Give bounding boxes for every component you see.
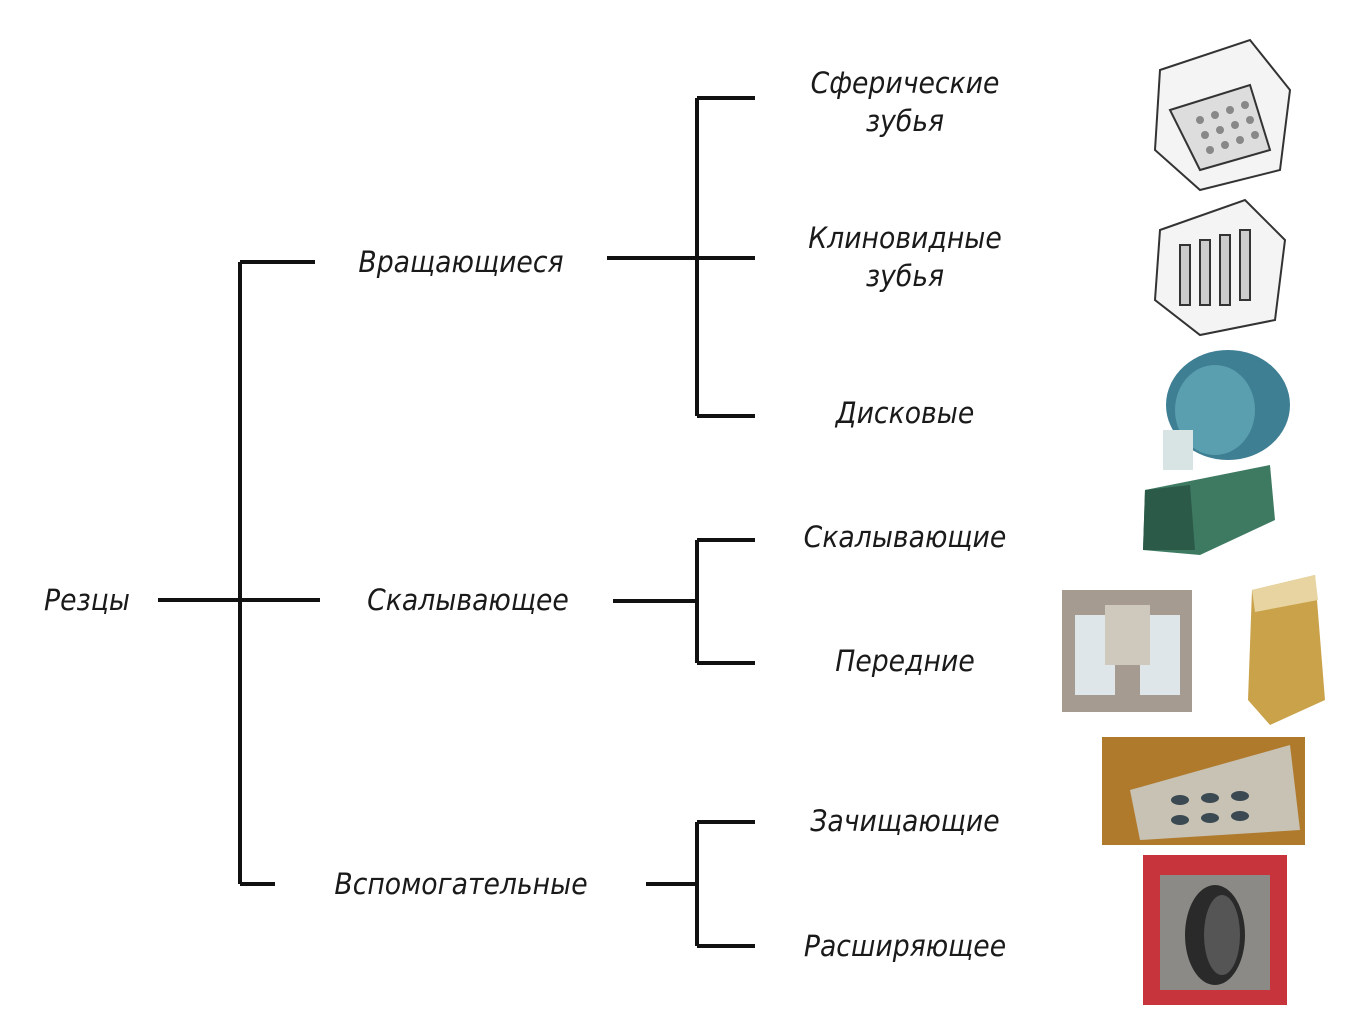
- expanding-cutter-image: [1143, 855, 1287, 1005]
- leaf-line: Клиновидные: [808, 221, 1002, 255]
- spherical-teeth-image: [1153, 38, 1292, 192]
- auxiliary-connector: [646, 820, 755, 948]
- branch-chipping: Скалывающее: [367, 583, 569, 617]
- chipping-cutter-image: [1143, 465, 1275, 555]
- leaf-line: зубья: [865, 104, 945, 138]
- root-connector: [158, 260, 320, 886]
- leaf-front: Передние: [835, 644, 975, 678]
- leaf-chipping: Скалывающие: [803, 520, 1007, 554]
- leaf-wedge-teeth: Клиновидные зубья: [808, 219, 1002, 295]
- rotating-connector: [607, 96, 755, 418]
- cleaning-cutter-image: [1102, 737, 1305, 845]
- leaf-line: Сферические: [810, 66, 1000, 100]
- root-label: Резцы: [44, 583, 130, 617]
- leaf-cleaning: Зачищающие: [810, 804, 1000, 838]
- wedge-teeth-image: [1153, 198, 1287, 337]
- branch-auxiliary: Вспомогательные: [334, 867, 588, 901]
- chipping-connector: [613, 538, 755, 665]
- disc-image: [1163, 350, 1290, 470]
- leaf-spherical-teeth: Сферические зубья: [811, 64, 1000, 140]
- front-cutter-image: [1062, 590, 1192, 712]
- leaf-line: зубья: [865, 259, 945, 293]
- leaf-expanding: Расширяющее: [803, 929, 1007, 963]
- branch-rotating: Вращающиеся: [358, 245, 564, 279]
- gold-cutter-image: [1248, 575, 1325, 725]
- leaf-disc: Дисковые: [835, 396, 975, 430]
